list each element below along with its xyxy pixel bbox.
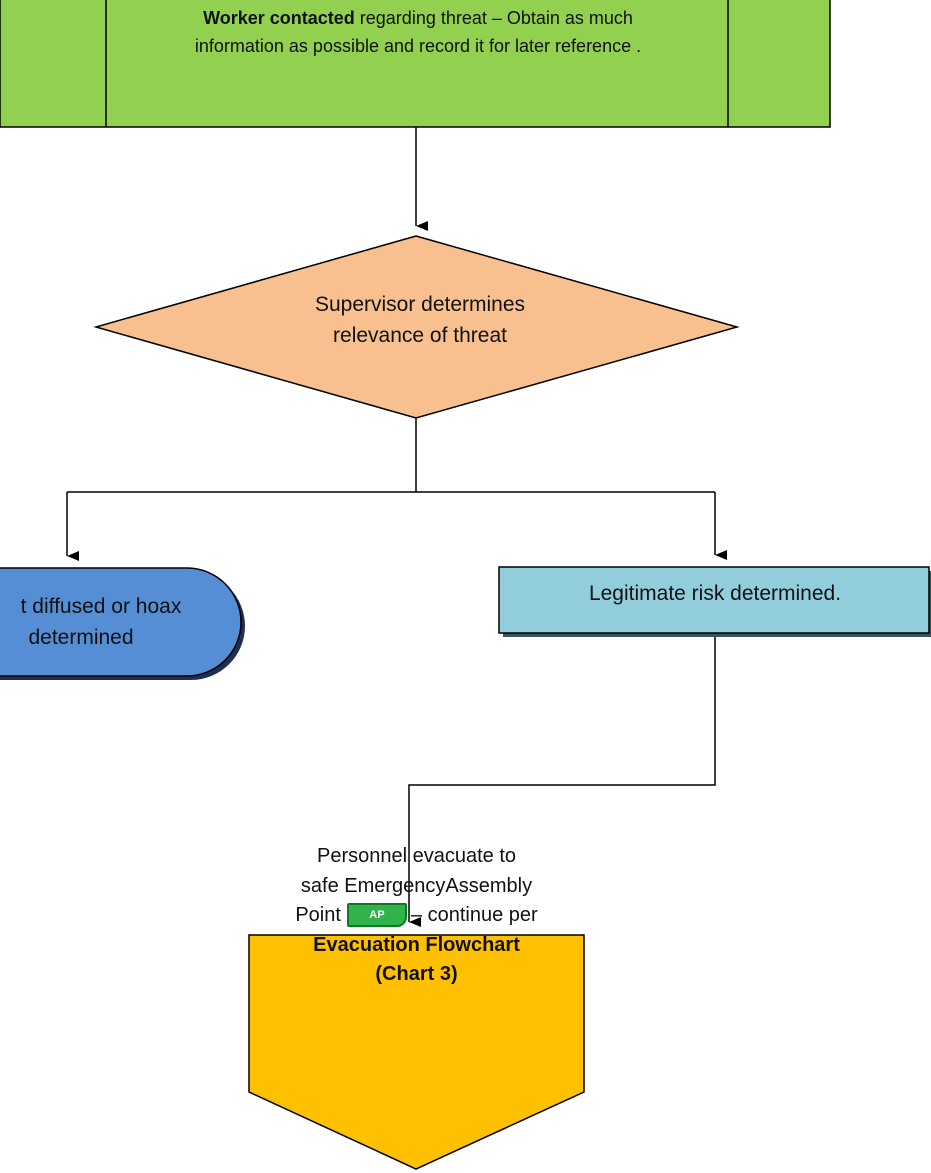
legitimate-risk-text: Legitimate risk determined. xyxy=(588,582,842,605)
hoax-text: t diffused or hoax determined xyxy=(0,591,218,653)
decision-text: Supervisor determines relevance of threa… xyxy=(260,289,580,351)
legitimate-risk-box xyxy=(498,566,931,637)
start-process-text: Worker contacted regarding threat – Obta… xyxy=(108,4,728,60)
evacuate-bold-line2: (Chart 3) xyxy=(375,963,458,985)
evacuate-line3-post: – continue per xyxy=(410,904,538,926)
start-process-line2: information as possible and record it fo… xyxy=(194,36,642,56)
decision-line2: relevance of threat xyxy=(333,324,507,347)
evacuate-line3-pre: Point xyxy=(295,904,341,926)
hoax-line2: determined xyxy=(28,626,134,649)
hoax-terminator xyxy=(0,567,245,680)
start-process-bold: Worker contacted xyxy=(203,8,355,28)
start-process-line1: regarding threat – Obtain as much xyxy=(354,8,633,28)
hoax-line1: t diffused or hoax xyxy=(20,595,182,618)
evacuate-bold-line1: Evacuation Flowchart xyxy=(313,933,520,956)
start-process-box xyxy=(0,0,831,128)
evacuate-line2: safe EmergencyAssembly xyxy=(300,874,533,897)
decision-line1: Supervisor determines xyxy=(314,293,526,316)
evacuate-line1: Personnel evacuate to xyxy=(316,845,517,867)
connector-legitimate-to-evacuate xyxy=(408,637,716,927)
branch-connectors xyxy=(66,418,727,561)
evacuate-offpage-connector xyxy=(248,934,585,1170)
evacuate-text: Personnel evacuate to safe EmergencyAsse… xyxy=(249,842,584,990)
assembly-point-badge: AP xyxy=(346,903,407,927)
